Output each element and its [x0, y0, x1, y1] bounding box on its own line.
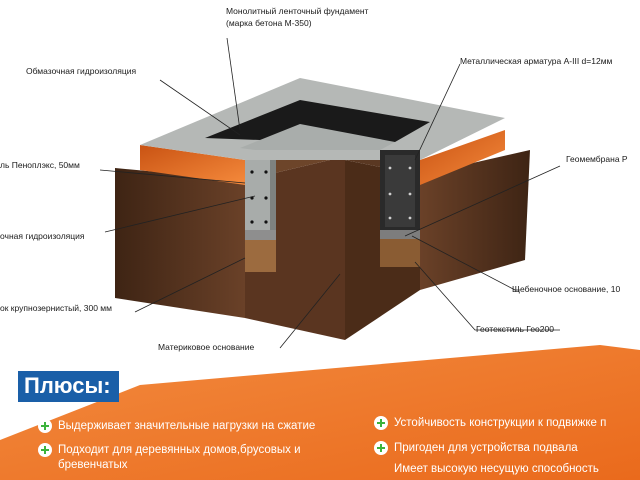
label-rebar: Металлическая арматура A-III d=12мм: [460, 56, 613, 66]
soil-left-face: [115, 168, 245, 318]
label-sand: ок крупнозернистый, 300 мм: [0, 303, 112, 313]
benefit-text: Устойчивость конструкции к подвижке п: [394, 417, 607, 429]
label-geomembrane: Геомембрана Р: [566, 154, 628, 164]
plus-circle-icon: [38, 443, 52, 457]
concrete-top-inner: [205, 100, 430, 142]
benefit-left-1: Подходит для деревянных домов,брусовых и: [38, 443, 301, 457]
benefit-right-1: Пригоден для устройства подвала: [374, 441, 578, 455]
benefit-text: Выдерживает значительные нагрузки на сжа…: [58, 420, 316, 432]
rebar-left: [250, 170, 268, 224]
concrete-wall-right-face: [385, 155, 415, 227]
label-geotextile: Геотекстиль Гео200: [476, 324, 554, 334]
label-monolith-line1: Монолитный ленточный фундамент: [226, 6, 369, 16]
crushed-stone-left: [245, 230, 276, 240]
leader-lines: [99, 37, 561, 349]
benefit-right-2: Имеет высокую несущую способность: [374, 462, 599, 476]
benefit-text: Подходит для деревянных домов,брусовых и: [58, 444, 301, 456]
benefit-text: Пригоден для устройства подвала: [394, 442, 578, 454]
benefits-wedge: [0, 345, 640, 480]
sand-left: [245, 240, 276, 272]
benefit-text: бревенчатых: [58, 459, 128, 471]
insulation-band-left: [140, 145, 245, 185]
label-crushed-stone: Щебеночное основание, 10: [512, 284, 621, 294]
plus-circle-icon: [374, 441, 388, 455]
sand-right: [380, 239, 420, 267]
benefit-right-0: Устойчивость конструкции к подвижке п: [374, 416, 606, 430]
plus-circle-icon: [38, 419, 52, 433]
benefit-left-2: бревенчатых: [38, 458, 128, 472]
benefits-title: Плюсы:: [18, 371, 119, 402]
label-coating-lower: очная гидроизоляция: [0, 231, 85, 241]
concrete-wall-left-shade: [270, 160, 276, 230]
insulation-band-right: [420, 130, 505, 185]
rebar-right: [388, 166, 412, 220]
label-subsoil: Материковое основание: [158, 342, 255, 352]
concrete-top-inner-rim: [240, 124, 395, 150]
benefit-text: Имеет высокую несущую способность: [394, 463, 599, 475]
plus-circle-icon: [374, 416, 388, 430]
label-monolith-line2: (марка бетона М-350): [226, 18, 312, 28]
crushed-stone-right: [380, 230, 420, 239]
label-penoplex: ль Пеноплэкс, 50мм: [0, 160, 80, 170]
benefit-left-0: Выдерживает значительные нагрузки на сжа…: [38, 419, 315, 433]
label-coating-top: Обмазочная гидроизоляция: [26, 66, 137, 76]
